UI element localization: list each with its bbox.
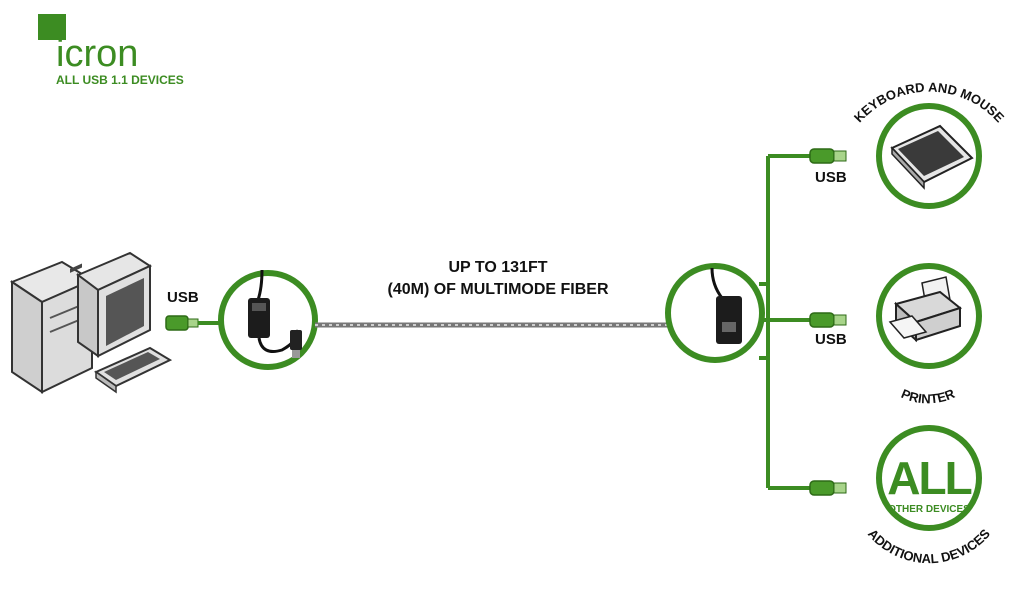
fiber-label-line2: (40M) OF MULTIMODE FIBER [387,281,608,298]
logo-tagline: ALL USB 1.1 DEVICES [56,73,184,87]
fiber-label-line1: UP TO 131FT [449,259,548,276]
device-printer [876,263,982,369]
hub-connector-lines [759,154,810,490]
device-label-additional: ADDITIONAL DEVICES [865,526,993,566]
all-devices-big-text: ALL [887,452,971,504]
device-keyboard-mouse [876,103,982,209]
extender-remote-icon [665,263,765,363]
extender-local-icon [218,269,318,370]
svg-text:ADDITIONAL DEVICES: ADDITIONAL DEVICES [865,526,993,566]
usb-label-keyboard: USB [815,169,847,186]
usb-plug-icon [165,315,226,331]
usb-label-host: USB [167,289,199,306]
computer-icon [9,251,173,394]
logo-wordmark: icron [56,33,138,75]
usb-plug-icon [809,148,847,164]
usb-label-printer: USB [815,331,847,348]
all-devices-small-text: OTHER DEVICES [888,504,970,515]
usb-plug-icon [809,480,847,496]
usb-plug-icon [809,312,847,328]
device-label-printer: PRINTER [899,386,957,407]
svg-text:PRINTER: PRINTER [899,386,957,407]
logo-square [38,14,66,40]
device-all-other: ALL OTHER DEVICES [876,425,982,531]
icron-logo: icron ALL USB 1.1 DEVICES [38,14,184,87]
printer-icon [888,276,963,343]
keyboard-icon [890,124,974,190]
